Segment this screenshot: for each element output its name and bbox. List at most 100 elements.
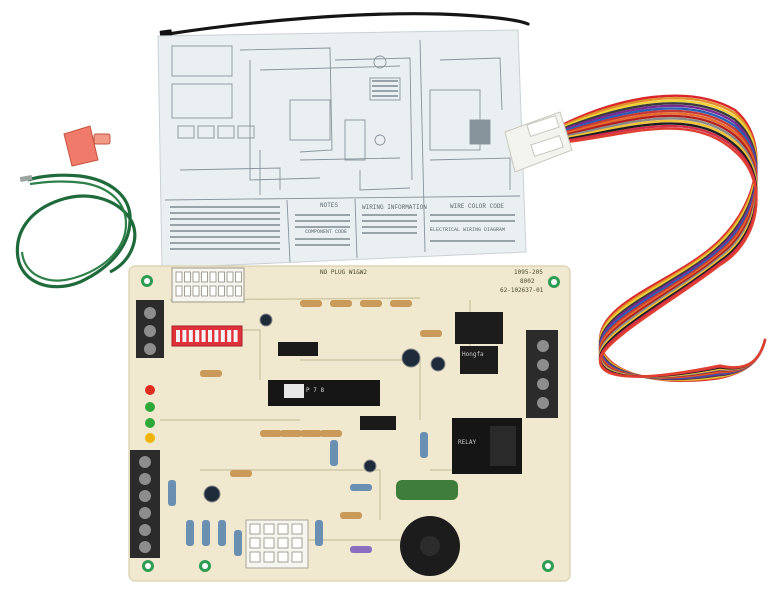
terminal-screw xyxy=(139,541,151,553)
resistor xyxy=(200,370,222,377)
header-pin xyxy=(201,285,208,297)
diagram-wire-color-title: WIRE COLOR CODE xyxy=(450,203,505,210)
header-pin xyxy=(235,271,242,283)
header-pin xyxy=(209,271,217,283)
control-board xyxy=(128,265,571,582)
terminal-screw xyxy=(139,524,151,536)
resistor xyxy=(320,430,342,437)
resistor xyxy=(360,300,382,307)
buzzer xyxy=(400,516,460,576)
header-pin xyxy=(218,285,225,297)
header-pin xyxy=(226,271,234,283)
resistor xyxy=(168,480,176,506)
header-connector xyxy=(171,267,245,303)
molex-pin xyxy=(249,551,261,563)
molex-pin xyxy=(263,537,275,549)
molex-pin xyxy=(291,551,303,563)
resistor xyxy=(218,520,226,546)
wire-harness xyxy=(558,94,767,382)
molex-pin xyxy=(291,523,303,535)
electrolytic-capacitors xyxy=(203,313,446,503)
dip-key xyxy=(227,330,232,342)
resistor xyxy=(280,430,302,437)
resistor xyxy=(340,512,362,519)
header-pin xyxy=(235,285,242,297)
header-pin xyxy=(192,285,200,297)
header-pin xyxy=(184,285,191,297)
terminal-block-left xyxy=(136,300,164,358)
ic-chip-small xyxy=(360,416,396,430)
film-capacitor xyxy=(396,480,458,500)
resistor xyxy=(234,530,242,556)
molex-pin xyxy=(277,523,289,535)
resistor xyxy=(315,520,323,546)
dip-key xyxy=(201,330,206,342)
header-pin xyxy=(175,285,183,297)
header-pin xyxy=(184,271,191,283)
header-pin xyxy=(175,271,183,283)
harness-wire xyxy=(558,127,767,378)
header-pin xyxy=(209,285,217,297)
terminal-block-right xyxy=(526,330,558,418)
status-leds xyxy=(145,385,155,443)
board-model: 62-102637-01 xyxy=(500,287,544,294)
resistor xyxy=(330,300,352,307)
resistor xyxy=(300,430,322,437)
molex-pin xyxy=(277,537,289,549)
resistor xyxy=(390,300,412,307)
header-pin xyxy=(226,285,234,297)
dip-key xyxy=(208,330,212,342)
chip-label: P 7 8 xyxy=(306,387,325,394)
resistor xyxy=(350,546,372,553)
resistor xyxy=(330,440,338,466)
resistor xyxy=(186,520,194,546)
board-part-number: 1095-205 xyxy=(514,269,543,276)
terminal-screw xyxy=(139,456,151,468)
harness-wire xyxy=(558,124,767,378)
molex-pin xyxy=(249,523,261,535)
resistor xyxy=(202,520,210,546)
microcontroller-chip xyxy=(268,380,380,406)
terminal-block-bottom-left xyxy=(130,450,160,558)
molex-pin xyxy=(263,523,275,535)
terminal-screw xyxy=(139,490,151,502)
molex-pin xyxy=(291,537,303,549)
resistor xyxy=(420,432,428,458)
dip-switch xyxy=(171,325,243,347)
ic-chip xyxy=(278,342,318,356)
resistor xyxy=(350,484,372,491)
diagram-electrical-title: ELECTRICAL WIRING DIAGRAM xyxy=(430,227,506,233)
relay-large xyxy=(452,418,522,474)
dip-key xyxy=(188,330,193,342)
ground-wire xyxy=(15,173,137,289)
diagram-wiring-info-title: WIRING INFORMATION xyxy=(362,204,427,211)
resistor xyxy=(260,430,282,437)
molex-connector xyxy=(245,519,309,569)
relay-small-label: Hongfa xyxy=(462,351,484,358)
dip-key xyxy=(233,330,238,342)
diagram-component-title: COMPONENT CODE xyxy=(305,229,348,235)
header-pin xyxy=(201,271,208,283)
dip-key xyxy=(220,330,225,342)
wiring-diagram-sheet xyxy=(157,29,527,269)
relay-large-label: RELAY xyxy=(458,439,477,446)
header-pin xyxy=(192,271,200,283)
board-code: 8002 xyxy=(520,278,535,285)
dip-key xyxy=(214,330,219,342)
resistor xyxy=(230,470,252,477)
resistor xyxy=(300,300,322,307)
terminal-screw xyxy=(139,507,151,519)
dip-key xyxy=(176,330,180,342)
molex-pin xyxy=(277,551,289,563)
diagram-notes-title: NOTES xyxy=(320,202,339,209)
board-silk-top: NO PLUG W1&W2 xyxy=(320,269,367,276)
mounting-hole xyxy=(141,275,560,572)
molex-pin xyxy=(263,551,275,563)
relay-small xyxy=(455,312,503,374)
wire-connector xyxy=(63,125,111,167)
terminal-screw xyxy=(139,473,151,485)
header-pin xyxy=(218,271,225,283)
harness-plug xyxy=(504,111,573,173)
